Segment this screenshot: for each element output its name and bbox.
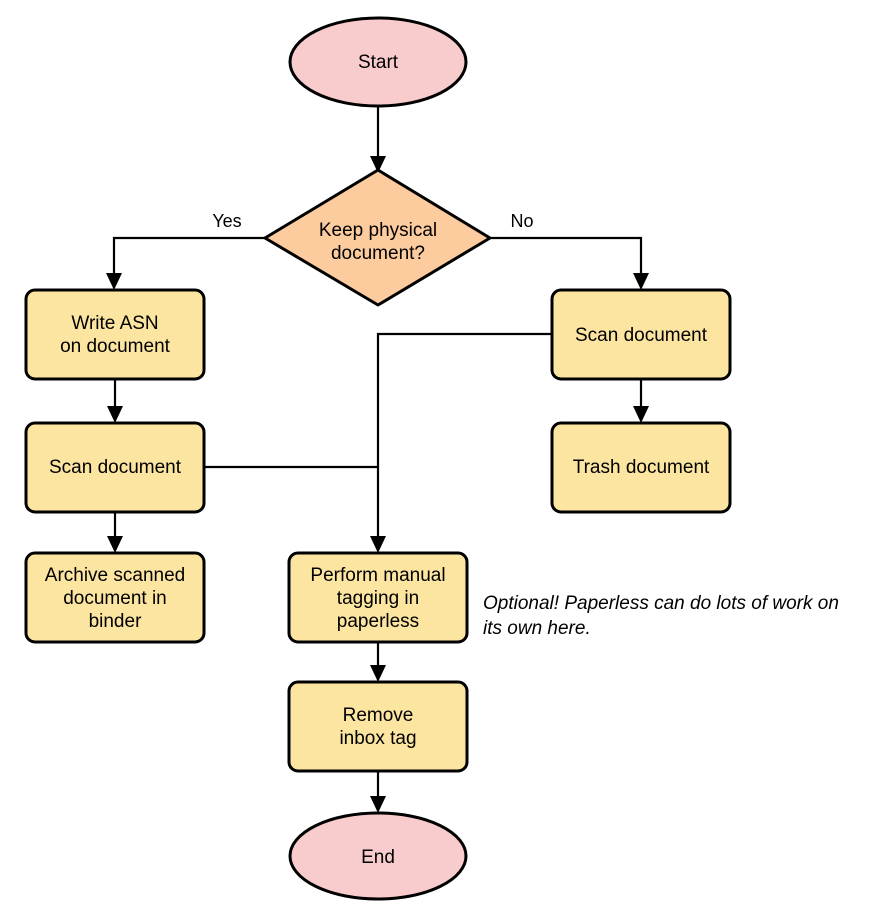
node-archive-scanned-document[interactable]: Archive scanned document in binder bbox=[24, 551, 206, 644]
node-start[interactable]: Start bbox=[288, 16, 468, 108]
archive-label-line1: Archive scanned bbox=[45, 565, 185, 586]
edge-writeasn-to-scanleft bbox=[107, 379, 123, 423]
write-asn-box bbox=[24, 288, 206, 381]
annotation-note: Optional! Paperless can do lots of work … bbox=[483, 593, 839, 639]
edge-start-to-decision bbox=[370, 106, 386, 173]
scan-document-left-label: Scan document bbox=[49, 457, 182, 478]
end-ellipse bbox=[288, 811, 468, 901]
remove-inbox-label-line2: inbox tag bbox=[339, 728, 416, 749]
node-write-asn-on-document[interactable]: Write ASN on document bbox=[24, 288, 206, 381]
edge-tagging-to-removeinbox bbox=[370, 642, 386, 682]
scan-document-right-box bbox=[550, 288, 732, 381]
manual-tagging-label-line2: tagging in bbox=[337, 588, 419, 609]
node-end[interactable]: End bbox=[288, 811, 468, 901]
edge-decision-no bbox=[490, 236, 649, 290]
edge-decision-yes bbox=[106, 236, 265, 290]
node-scan-document-left[interactable]: Scan document bbox=[24, 421, 206, 514]
node-trash-document[interactable]: Trash document bbox=[550, 421, 732, 514]
edge-label-yes: Yes bbox=[212, 211, 241, 231]
edge-scanright-to-trash bbox=[633, 379, 649, 423]
write-asn-label-line2: on document bbox=[60, 336, 171, 357]
decision-label-line2: document? bbox=[331, 243, 425, 264]
edge-scanleft-to-archive bbox=[107, 512, 123, 553]
trash-document-label: Trash document bbox=[573, 457, 710, 478]
edge-removeinbox-to-end bbox=[370, 771, 386, 813]
manual-tagging-label-line3: paperless bbox=[337, 611, 419, 632]
manual-tagging-box bbox=[287, 551, 469, 644]
node-decision-keep-physical-document[interactable]: Keep physical document? bbox=[263, 168, 492, 307]
remove-inbox-tag-box bbox=[287, 680, 469, 773]
start-label: Start bbox=[358, 52, 399, 73]
node-scan-document-right[interactable]: Scan document bbox=[550, 288, 732, 381]
start-ellipse bbox=[288, 16, 468, 108]
annotation-line1: Optional! Paperless can do lots of work … bbox=[483, 593, 839, 614]
trash-document-box bbox=[550, 421, 732, 514]
archive-label-line3: binder bbox=[89, 611, 142, 632]
archive-box bbox=[24, 551, 206, 644]
remove-inbox-label-line1: Remove bbox=[343, 705, 414, 726]
archive-label-line2: document in bbox=[63, 588, 167, 609]
annotation-line2: its own here. bbox=[483, 618, 591, 639]
manual-tagging-label-line1: Perform manual bbox=[310, 565, 445, 586]
decision-diamond bbox=[263, 168, 492, 307]
decision-label-line1: Keep physical bbox=[319, 220, 437, 241]
scan-document-right-label: Scan document bbox=[575, 325, 708, 346]
node-remove-inbox-tag[interactable]: Remove inbox tag bbox=[287, 680, 469, 773]
scan-document-left-box bbox=[24, 421, 206, 514]
end-label: End bbox=[361, 847, 395, 868]
edge-label-no: No bbox=[510, 211, 533, 231]
write-asn-label-line1: Write ASN bbox=[71, 313, 158, 334]
node-perform-manual-tagging[interactable]: Perform manual tagging in paperless bbox=[287, 551, 469, 644]
edge-scanright-to-tagging bbox=[370, 332, 552, 553]
